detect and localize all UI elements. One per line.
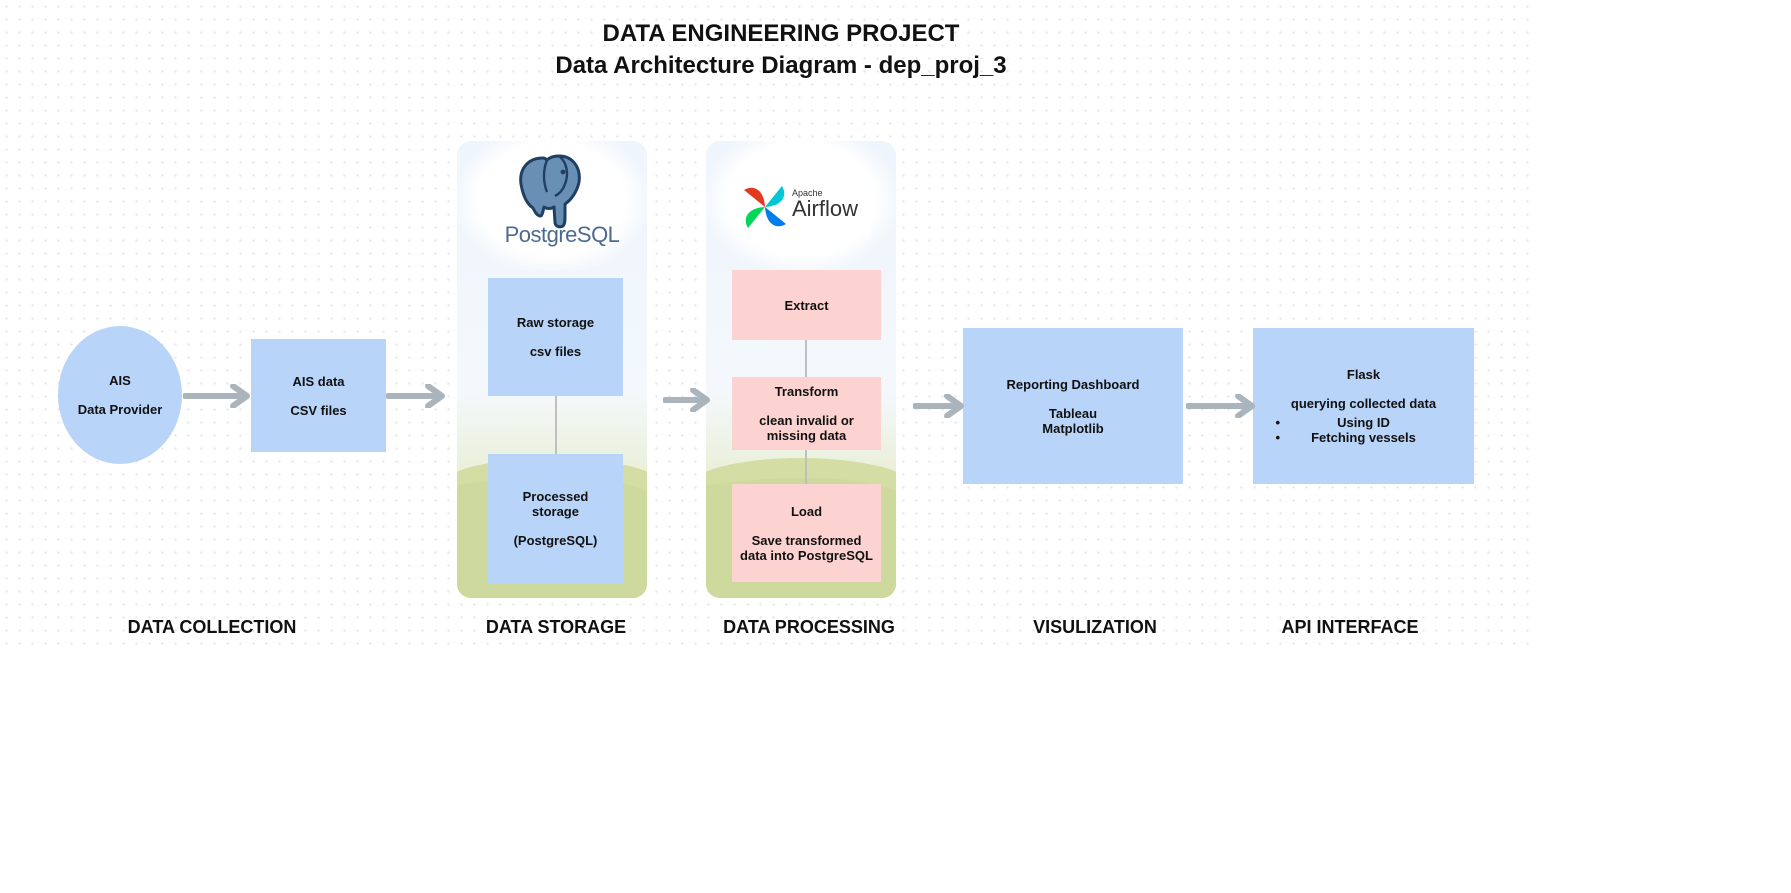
flask-feature-item: Using ID: [1264, 415, 1464, 430]
dashboard-title: Reporting Dashboard: [1006, 376, 1140, 392]
ais-data-subtitle: CSV files: [290, 402, 347, 418]
raw-to-processed-connector: [555, 396, 557, 454]
ais-data-title: AIS data: [292, 373, 345, 389]
flow-arrow-icon: [183, 384, 250, 408]
stage-label-storage: DATA STORAGE: [485, 617, 627, 637]
stage-label-processing: DATA PROCESSING: [723, 617, 895, 637]
dashboard-tool-matplotlib: Matplotlib: [1042, 420, 1104, 436]
transform-node: Transform clean invalid or missing data: [732, 377, 881, 450]
stage-label-visualization: VISULIZATION: [1033, 617, 1157, 637]
postgresql-wordmark: PostgreSQL: [504, 222, 620, 247]
flask-subtitle: querying collected data: [1290, 396, 1437, 411]
postgresql-logo: PostgreSQL: [497, 152, 627, 247]
diagram-subtitle: Data Architecture Diagram - dep_proj_3: [555, 52, 1007, 79]
load-subtitle: Save transformed data into PostgreSQL: [740, 532, 873, 563]
flow-arrow-icon: [663, 388, 710, 412]
flask-feature-list: Using ID Fetching vessels: [1264, 415, 1464, 445]
processed-storage-subtitle: (PostgreSQL): [513, 533, 598, 548]
ais-provider-title: AIS: [109, 373, 131, 388]
processed-storage-node: Processed storage (PostgreSQL): [488, 454, 623, 583]
ais-provider-subtitle: Data Provider: [77, 402, 163, 417]
diagram-title: DATA ENGINEERING PROJECT: [602, 20, 960, 47]
flask-api-node: Flask querying collected data Using ID F…: [1253, 328, 1474, 484]
dashboard-tool-tableau: Tableau: [1048, 405, 1098, 421]
airflow-apache-text: Apache: [792, 188, 823, 198]
stage-label-collection: DATA COLLECTION: [127, 617, 297, 637]
flow-arrow-icon: [386, 384, 445, 408]
transform-subtitle: clean invalid or missing data: [759, 413, 854, 443]
airflow-wordmark: Airflow: [792, 196, 859, 221]
flask-feature-item: Fetching vessels: [1264, 430, 1464, 445]
diagram-canvas: DATA ENGINEERING PROJECT Data Architectu…: [0, 0, 1530, 650]
postgresql-elephant-icon: [519, 154, 581, 229]
airflow-logo: Apache Airflow: [740, 178, 870, 236]
raw-storage-subtitle: csv files: [529, 344, 582, 359]
raw-storage-title: Raw storage: [516, 315, 595, 330]
load-title: Load: [790, 503, 823, 519]
extract-node: Extract: [732, 270, 881, 340]
stage-label-api: API INTERFACE: [1281, 617, 1419, 637]
airflow-pinwheel-icon: [744, 186, 786, 228]
flow-arrow-icon: [1186, 394, 1255, 418]
reporting-dashboard-node: Reporting Dashboard Tableau Matplotlib: [963, 328, 1183, 484]
transform-title: Transform: [774, 384, 839, 399]
ais-data-provider-node: AIS Data Provider: [58, 326, 182, 464]
raw-storage-node: Raw storage csv files: [488, 278, 623, 396]
extract-to-transform-connector: [805, 340, 807, 377]
ais-data-csv-node: AIS data CSV files: [251, 339, 386, 452]
flask-title: Flask: [1346, 367, 1381, 382]
processed-storage-title: Processed storage: [522, 489, 589, 519]
transform-to-load-connector: [805, 450, 807, 484]
extract-title: Extract: [784, 297, 829, 313]
load-node: Load Save transformed data into PostgreS…: [732, 484, 881, 582]
flow-arrow-icon: [913, 394, 964, 418]
